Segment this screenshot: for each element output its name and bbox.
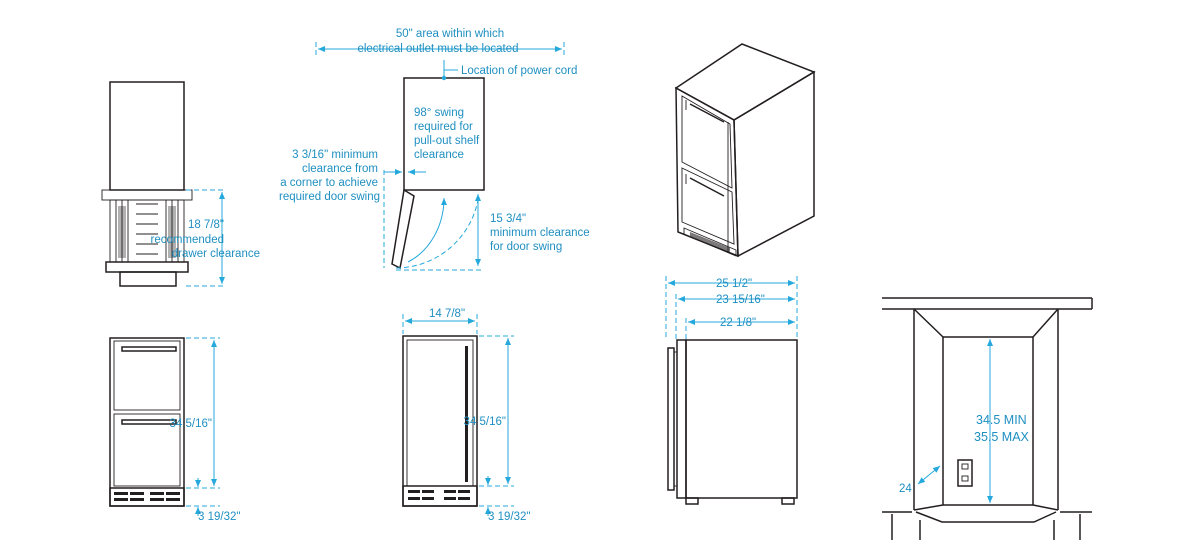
door-swing-label-1: 15 3/4": [490, 213, 526, 225]
corner-label-4: required door swing: [279, 191, 380, 203]
swing-label-3: pull-out shelf: [414, 135, 480, 147]
cutout-height-max: 35.5 MAX: [974, 430, 1030, 444]
corner-label-2: clearance from: [302, 163, 378, 175]
swing-label-1: 98° swing: [414, 107, 464, 119]
door-swing-label-3: for door swing: [490, 241, 562, 253]
door-front-toe: 3 19/32": [488, 511, 530, 523]
corner-label-3: a corner to achieve: [280, 177, 378, 189]
side-depth-total: 25 1/2": [716, 278, 752, 290]
front-view-door: [402, 314, 514, 516]
front-view-drawers: [109, 337, 220, 516]
side-depth-body: 22 1/8": [720, 317, 756, 329]
swing-label-2: required for: [414, 121, 473, 133]
drawer-clearance-label-2: drawer clearance: [172, 248, 260, 260]
isometric-unit: [674, 43, 816, 258]
door-front-width: 14 7/8": [429, 308, 465, 320]
drawer-clearance-value: 18 7/8": [188, 219, 224, 231]
side-depth-mid: 23 15/16": [716, 294, 765, 306]
outlet-area-label-1: 50" area within which: [396, 28, 504, 40]
door-front-height: 34 5/16": [464, 416, 506, 428]
drawer-front-toe: 3 19/32": [198, 511, 240, 523]
drawer-front-height: 34 5/16": [170, 418, 212, 430]
power-cord-label: Location of power cord: [461, 65, 577, 77]
swing-label-4: clearance: [414, 149, 464, 161]
cutout-recess: [882, 297, 1093, 540]
drawer-top-view: [101, 81, 226, 287]
cutout-height-min: 34.5 MIN: [976, 413, 1027, 427]
side-view: [665, 276, 798, 505]
door-swing-label-2: minimum clearance: [490, 227, 590, 239]
door-swing-top-view: [315, 42, 565, 271]
outlet-area-label-2: electrical outlet must be located: [357, 43, 518, 55]
corner-label-1: 3 3/16" minimum: [292, 149, 378, 161]
cutout-width: 24: [899, 483, 912, 495]
drawer-clearance-label-1: recommended: [150, 234, 224, 246]
